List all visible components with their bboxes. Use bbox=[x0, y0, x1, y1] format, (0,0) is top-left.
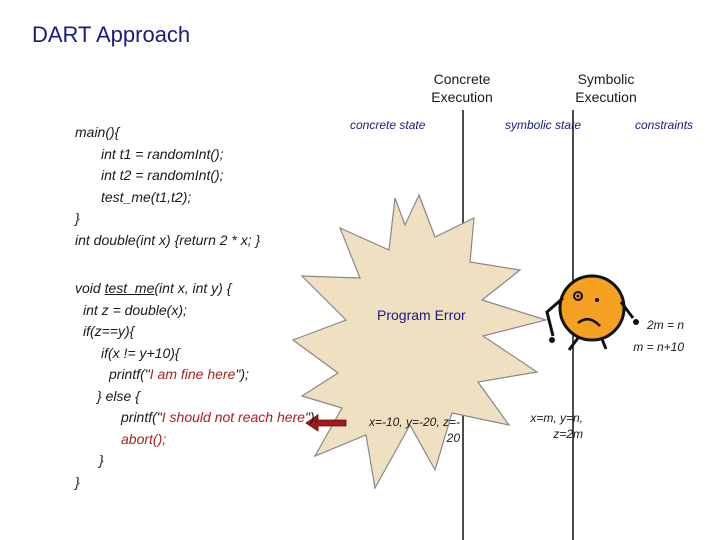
constraints-label: constraints bbox=[635, 118, 694, 132]
symbolic-value-line2: z=2m bbox=[553, 427, 583, 441]
code-text: printf(" bbox=[121, 409, 162, 425]
symbolic-header-line1: Symbolic bbox=[577, 71, 635, 87]
concrete-execution-header: Concrete Execution bbox=[412, 70, 512, 106]
code-line: } bbox=[75, 210, 80, 226]
concrete-value-line2: 20 bbox=[446, 431, 460, 445]
concrete-values: x=-10, y=-20, z=- 20 bbox=[360, 414, 460, 446]
code-line: main(){ bbox=[75, 124, 120, 140]
symbolic-execution-header: Symbolic Execution bbox=[556, 70, 656, 106]
concrete-state-label: concrete state bbox=[350, 118, 426, 132]
code-line: void test_me(int x, int y) { bbox=[75, 278, 319, 300]
function-name: test_me bbox=[104, 280, 155, 296]
code-line: int t2 = randomInt(); bbox=[101, 167, 224, 183]
code-line: } bbox=[99, 452, 104, 468]
code-keyword: void bbox=[75, 280, 105, 296]
code-line: if(x != y+10){ bbox=[101, 344, 180, 361]
constraints-values: 2m = n m = n+10 bbox=[610, 314, 684, 358]
code-line: test_me(t1,t2); bbox=[101, 188, 192, 205]
program-error-label: Program Error bbox=[377, 307, 466, 323]
concrete-value-line1: x=-10, y=-20, z=- bbox=[368, 415, 460, 429]
constraint-line2: m = n+10 bbox=[633, 340, 684, 354]
code-line: } else { bbox=[97, 387, 140, 404]
concrete-header-line2: Execution bbox=[431, 89, 493, 105]
symbolic-values: x=m, y=n, z=2m bbox=[505, 410, 583, 442]
left-arrow-icon bbox=[305, 414, 347, 432]
page-title: DART Approach bbox=[32, 22, 191, 47]
code-line: abort(); bbox=[121, 430, 167, 447]
symbolic-value-line1: x=m, y=n, bbox=[530, 411, 583, 425]
code-line: if(z==y){ bbox=[83, 323, 135, 339]
code-string: I should not reach here bbox=[161, 409, 305, 425]
concrete-header-line1: Concrete bbox=[433, 71, 491, 87]
symbolic-header-line2: Execution bbox=[575, 89, 637, 105]
code-line: } bbox=[75, 473, 80, 490]
code-text: printf(" bbox=[109, 366, 150, 382]
code-text: (int x, int y) { bbox=[154, 280, 232, 296]
code-line: int z = double(x); bbox=[83, 301, 187, 318]
code-string: I am fine here bbox=[149, 366, 236, 382]
main-code-block: main(){ int t1 = randomInt(); int t2 = r… bbox=[75, 122, 260, 251]
code-line: printf("I should not reach here"); bbox=[75, 407, 319, 429]
code-line: int t1 = randomInt(); bbox=[101, 145, 224, 162]
constraint-line1: 2m = n bbox=[646, 318, 684, 332]
test-me-code-block: void test_me(int x, int y) { int z = dou… bbox=[75, 278, 319, 493]
worried-face-icon bbox=[545, 274, 639, 351]
explosion-burst-icon bbox=[291, 193, 549, 490]
code-text: "); bbox=[304, 409, 319, 425]
code-text: "); bbox=[235, 366, 249, 382]
code-line: int double(int x) {return 2 * x; } bbox=[75, 231, 261, 248]
code-line: printf("I am fine here"); bbox=[75, 364, 319, 386]
symbolic-state-label: symbolic state bbox=[505, 118, 582, 132]
